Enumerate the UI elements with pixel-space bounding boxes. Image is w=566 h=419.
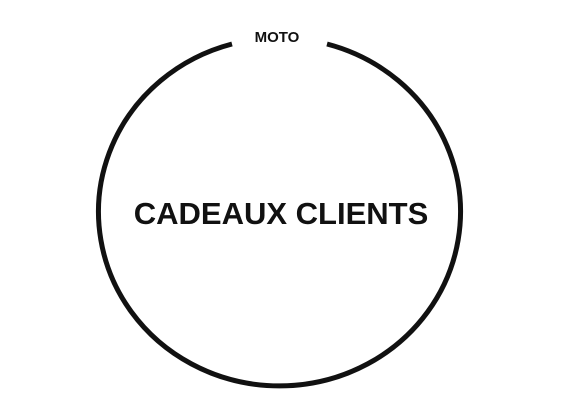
top-label: MOTO <box>255 29 300 46</box>
circle-outline <box>96 41 463 389</box>
center-label: CADEAUX CLIENTS <box>134 196 429 231</box>
